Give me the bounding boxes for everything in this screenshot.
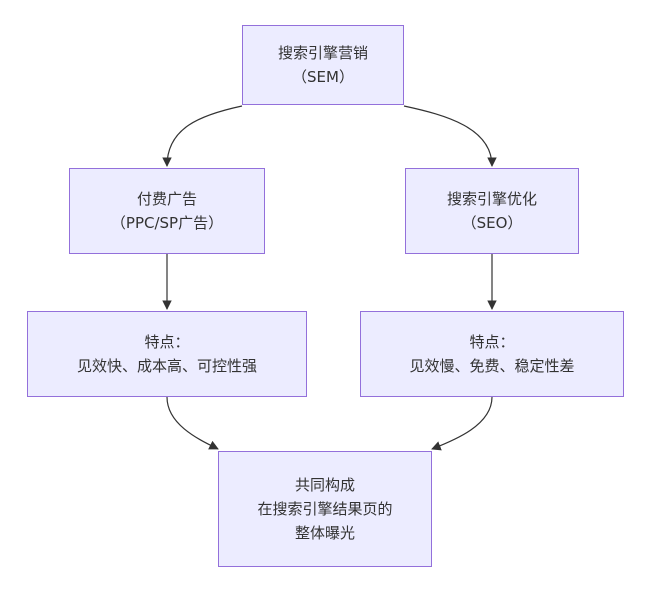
edge-sem-to-seo (403, 105, 497, 167)
node-sem: 搜索引擎营销 （SEM） (242, 25, 404, 105)
edge-sem-to-paid (162, 105, 243, 167)
node-seo-features-heading: 特点： (469, 333, 515, 351)
node-seo: 搜索引擎优化 （SEO） (405, 168, 579, 254)
node-paid-features: 特点： 见效快、成本高、可控性强 (27, 311, 307, 397)
node-seo-abbr: （SEO） (461, 214, 523, 232)
edge-feature-paid-to-result (166, 396, 219, 450)
node-paid-features-heading: 特点： (144, 333, 190, 351)
node-seo-features: 特点： 见效慢、免费、稳定性差 (360, 311, 624, 397)
node-paid-ads-title: 付费广告 (136, 190, 197, 208)
node-paid-ads-abbr: （PPC/SP广告） (110, 214, 224, 232)
node-combined-line-3: 整体曝光 (294, 524, 355, 542)
node-seo-title: 搜索引擎优化 (446, 190, 537, 208)
node-sem-title: 搜索引擎营销 (277, 44, 368, 62)
node-combined-line-1: 共同构成 (294, 476, 355, 494)
node-combined-exposure: 共同构成 在搜索引擎结果页的 整体曝光 (218, 451, 432, 567)
node-seo-features-text: 见效慢、免费、稳定性差 (409, 357, 575, 375)
node-paid-features-text: 见效快、成本高、可控性强 (76, 357, 257, 375)
edge-feature-seo-to-result (431, 396, 493, 451)
node-combined-line-2: 在搜索引擎结果页的 (257, 500, 393, 518)
node-paid-ads: 付费广告 （PPC/SP广告） (69, 168, 265, 254)
node-sem-abbr: （SEM） (292, 68, 354, 86)
